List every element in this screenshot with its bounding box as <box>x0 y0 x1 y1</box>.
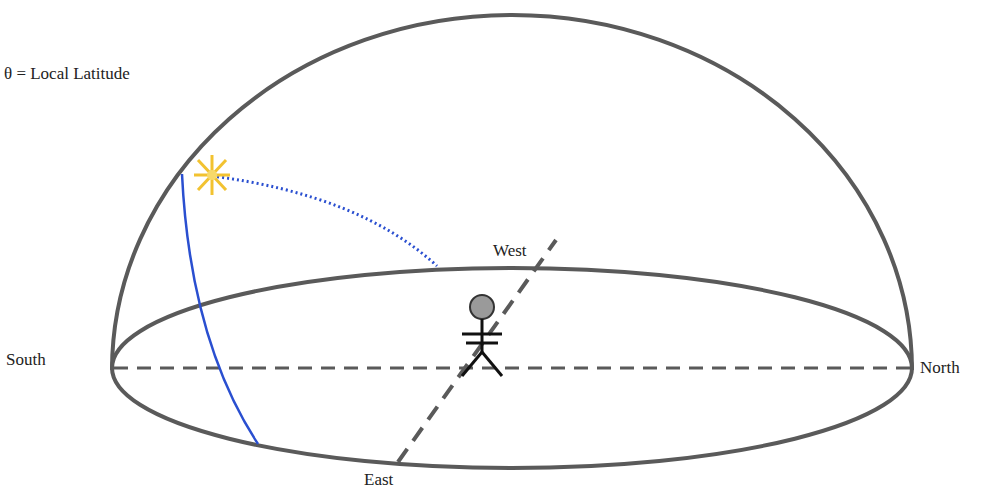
dome-outline <box>112 15 912 370</box>
caption-note: θ = Local Latitude <box>4 64 130 84</box>
direction-label: East <box>362 470 395 490</box>
east-west-axis <box>398 240 556 462</box>
sun-symbol <box>194 155 230 195</box>
direction-label: South <box>4 350 48 370</box>
horizon-ellipse <box>112 268 912 468</box>
south-north-axis <box>114 367 910 370</box>
sun-path <box>212 176 437 266</box>
latitude-arc <box>182 174 258 444</box>
observer-figure <box>462 295 502 376</box>
direction-label: West <box>491 241 529 261</box>
sun-core <box>207 170 217 180</box>
direction-label: North <box>918 358 962 378</box>
